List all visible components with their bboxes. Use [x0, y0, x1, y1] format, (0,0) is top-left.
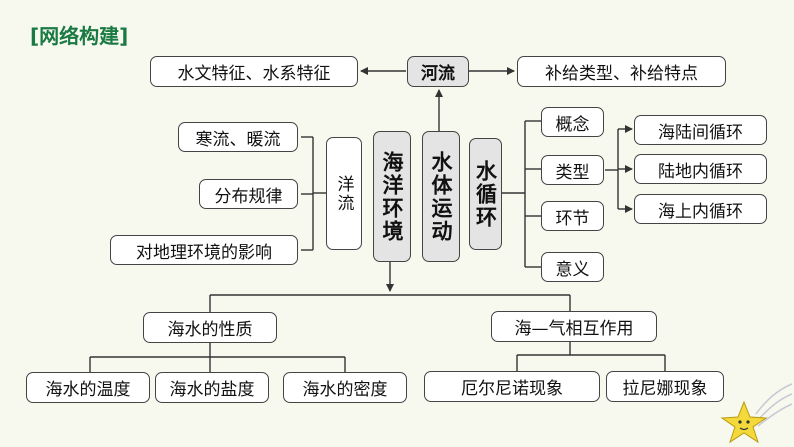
node-water-density: 海水的密度: [283, 372, 407, 403]
node-water-temperature: 海水的温度: [26, 372, 150, 403]
node-river-features: 水文特征、水系特征: [150, 56, 358, 87]
node-ocean-environment: 海洋环境: [373, 131, 411, 262]
node-water-cycle: 水循环: [469, 138, 502, 250]
node-sea-inner-cycle: 海上内循环: [634, 194, 767, 224]
node-cold-warm-current: 寒流、暖流: [178, 122, 298, 152]
section-title: [网络构建]: [30, 24, 129, 48]
node-distribution: 分布规律: [199, 179, 298, 209]
node-river: 河流: [407, 56, 469, 87]
node-la-nina: 拉尼娜现象: [606, 371, 724, 402]
star-decoration-icon: [720, 383, 793, 444]
node-ocean-current: 洋流: [326, 137, 362, 250]
node-river-recharge: 补给类型、补给特点: [517, 56, 726, 87]
node-concept: 概念: [541, 107, 604, 137]
node-types: 类型: [541, 155, 604, 185]
node-links: 环节: [541, 201, 604, 231]
node-significance: 意义: [541, 252, 604, 282]
node-sea-air-interaction: 海—气相互作用: [491, 311, 657, 342]
node-seawater-properties: 海水的性质: [143, 312, 277, 343]
node-water-salinity: 海水的盐度: [155, 372, 269, 403]
node-land-inner-cycle: 陆地内循环: [634, 154, 767, 184]
node-water-movement: 水体运动: [422, 131, 460, 262]
node-environmental-impact: 对地理环境的影响: [110, 235, 298, 265]
node-sea-land-cycle: 海陆间循环: [634, 115, 767, 145]
node-el-nino: 厄尔尼诺现象: [424, 371, 600, 402]
